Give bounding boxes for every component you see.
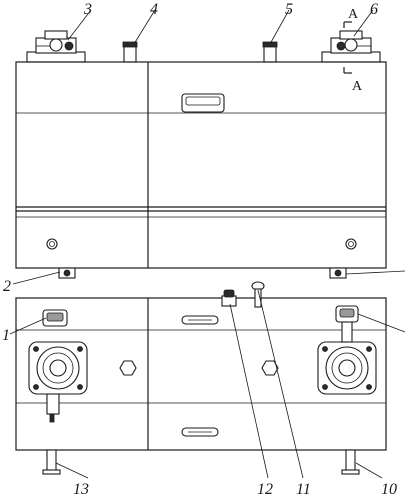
callout-1: 1	[2, 327, 10, 344]
drain-valve-left	[58, 267, 76, 279]
callout-10: 10	[381, 481, 397, 498]
top-nozzle-left	[122, 41, 138, 63]
slot-upper	[181, 315, 219, 325]
lower-tank-body	[15, 297, 387, 451]
hex-nut-left	[119, 360, 137, 376]
upper-handle	[181, 93, 225, 113]
section-label-top: A	[348, 7, 359, 22]
callout-3: 3	[83, 1, 92, 18]
section-label-bottom: A	[352, 79, 363, 94]
callout-11: 11	[296, 481, 311, 498]
top-pump-left	[26, 30, 86, 63]
foot-right	[341, 449, 360, 475]
bolt-11	[251, 281, 265, 308]
sight-port-left	[46, 238, 58, 250]
upper-tank-view	[15, 30, 387, 279]
callout-2: 2	[3, 278, 11, 295]
upper-tank-body	[15, 61, 387, 269]
pump-flange-left	[28, 341, 88, 423]
slot-lower	[181, 427, 219, 437]
top-nut-12	[221, 289, 237, 307]
top-pump-right	[321, 30, 381, 63]
callout-5: 5	[285, 1, 293, 18]
callout-4: 4	[150, 1, 158, 18]
hex-nut-right	[261, 360, 279, 376]
leader-lines	[9, 9, 406, 479]
callout-6: 6	[370, 1, 378, 18]
top-nozzle-right	[262, 41, 278, 63]
pump-flange-right	[317, 341, 377, 395]
callouts: 3 4 5 6 2 1 13 12 11 10	[2, 1, 397, 498]
drain-valve-right	[329, 267, 347, 279]
section-mark: A A	[343, 7, 363, 94]
foot-left	[42, 449, 61, 475]
sight-port-right	[345, 238, 357, 250]
callout-13: 13	[73, 481, 89, 498]
lower-tank-view	[15, 281, 387, 475]
callout-12: 12	[257, 481, 273, 498]
plug-left	[42, 309, 68, 327]
valve-right	[335, 305, 359, 343]
